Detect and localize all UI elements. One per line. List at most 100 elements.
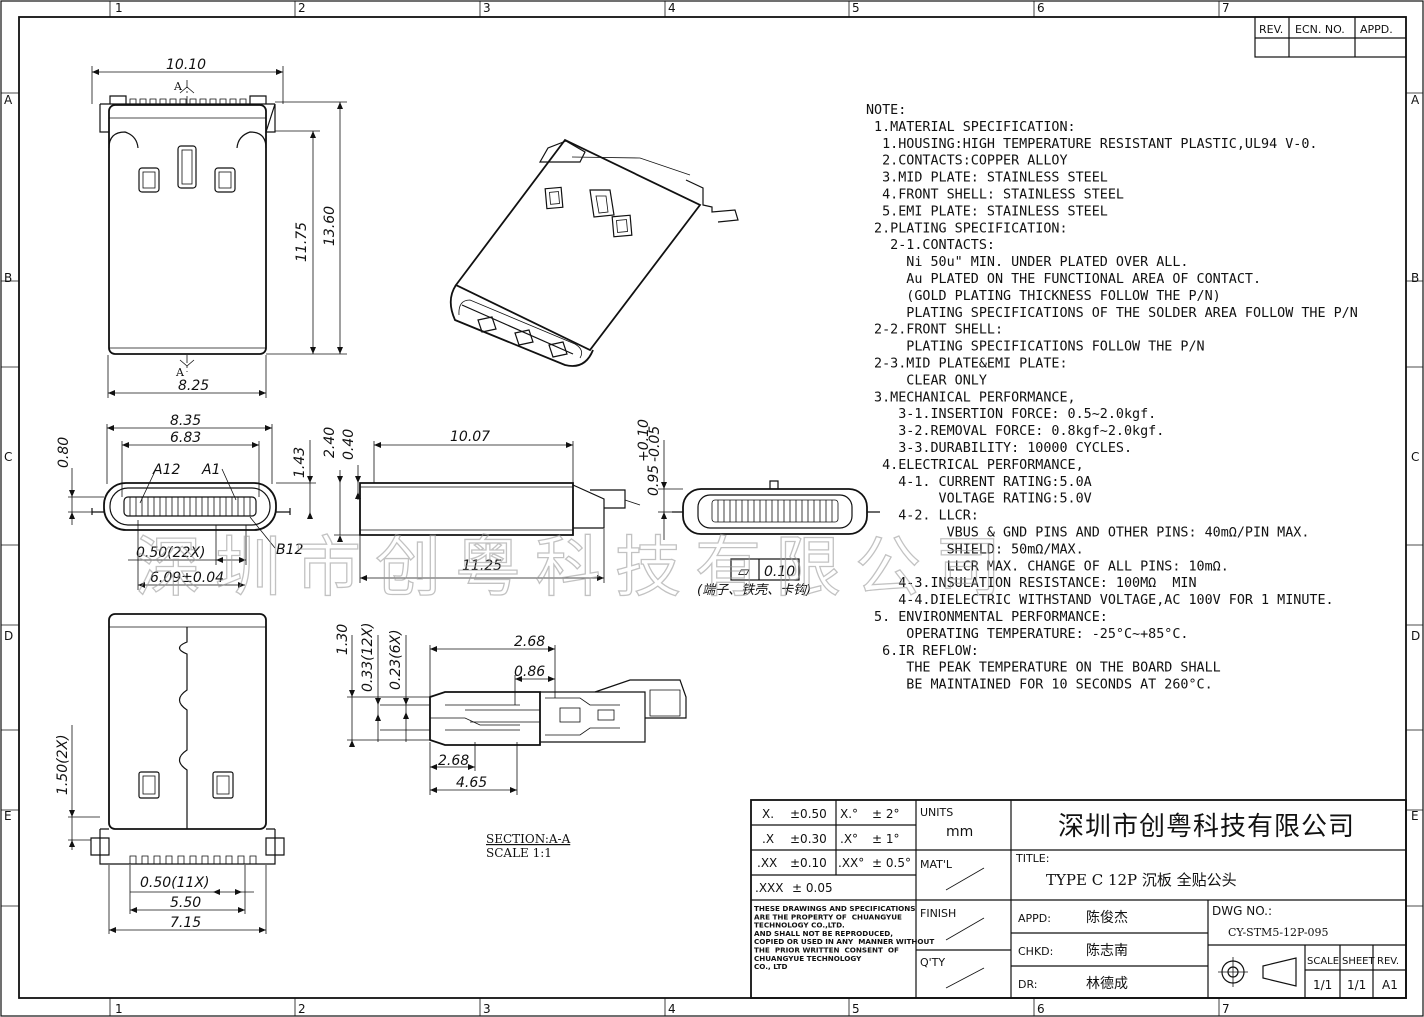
note-line: 3.MID PLATE: STAINLESS STEEL (866, 171, 1108, 186)
pin-label-a12: A12 (152, 462, 180, 478)
finish-label: FINISH (920, 907, 956, 920)
disclaimer-line: CHUANGYUE TECHNOLOGY (754, 954, 862, 963)
tol-lin-1: X. (762, 807, 774, 821)
dim-front-pitch: 0.50(22X) (136, 545, 206, 561)
tol-ang-val-3: ± 0.5° (872, 856, 911, 870)
note-line: 4-3.INSULATION RESISTANCE: 100MΩ MIN (866, 576, 1197, 591)
end-view: 0.95 +0.10 -0.05 (636, 419, 880, 540)
zone-row-e-right: E (1411, 809, 1419, 823)
zone-row-b: B (4, 271, 12, 285)
disclaimer-line: THESE DRAWINGS AND SPECIFICATIONS (754, 904, 915, 913)
dim-section-086: 0.86 (514, 664, 545, 680)
revision-table: REV. ECN. NO. APPD. (1254, 16, 1407, 58)
scale-label: SCALE (1307, 956, 1339, 967)
dim-end-tol-plus: +0.10 (636, 419, 652, 462)
dim-top-height-body: 11.75 (294, 222, 310, 262)
dim-side-040: 0.40 (341, 429, 357, 460)
dim-top-height-overall: 13.60 (322, 206, 338, 246)
appd-label: APPD: (1018, 912, 1051, 925)
dim-end-tol-minus: -0.05 (647, 426, 663, 462)
note-line: 4.ELECTRICAL PERFORMANCE, (866, 458, 1084, 473)
section-mark-bottom: A (175, 366, 185, 379)
dim-bottom-width-inner: 5.50 (170, 895, 201, 911)
side-view: 10.07 11.25 2.40 0.40 (322, 427, 641, 583)
zone-col-7: 7 (1222, 1, 1230, 15)
tol-lin-4: .XXX (755, 881, 783, 895)
tol-ang-2: .X° (840, 832, 858, 846)
dim-front-080: 0.80 (56, 437, 72, 468)
units-label: UNITS (920, 806, 953, 819)
zone-col-1-bottom: 1 (115, 1002, 123, 1016)
title-block: X. ±0.50 X.° ± 2° .X ±0.30 .X° ± 1° .XX … (750, 799, 1407, 999)
ecn-header: ECN. NO. (1295, 23, 1345, 36)
chkd-value: 陈志南 (1086, 942, 1128, 959)
zone-col-3-bottom: 3 (483, 1002, 491, 1016)
zone-col-5-bottom: 5 (852, 1002, 860, 1016)
appd-header: APPD. (1360, 23, 1393, 36)
zone-col-2-bottom: 2 (298, 1002, 306, 1016)
company-name: 深圳市创粤科技有限公司 (1058, 812, 1355, 842)
zone-col-3: 3 (483, 1, 491, 15)
note-line: 5. ENVIRONMENTAL PERFORMANCE: (866, 610, 1108, 625)
tol-lin-3: .XX (757, 856, 777, 870)
zone-labels: 1 2 3 4 5 6 7 1 2 3 4 5 6 7 A B C D E A … (4, 1, 1420, 1016)
matl-label: MAT'L (920, 858, 953, 871)
dim-front-span: 6.09±0.04 (150, 570, 224, 586)
note-line: OPERATING TEMPERATURE: -25°C~+85°C. (866, 627, 1188, 642)
zone-row-e: E (4, 809, 12, 823)
dim-side-length-top: 10.07 (450, 429, 490, 445)
dim-front-width-shell: 8.35 (170, 413, 201, 429)
rev-header: REV. (1259, 23, 1283, 36)
dim-side-length-bottom: 11.25 (462, 558, 502, 574)
dim-section-465: 4.65 (456, 775, 487, 791)
note-line: 3-2.REMOVAL FORCE: 0.8kgf~2.0kgf. (866, 424, 1164, 439)
flatness-callout: ▱ 0.10 (端子、铁壳、卡钩) (697, 558, 811, 598)
title-value: TYPE C 12P 沉板 全贴公头 (1046, 871, 1237, 889)
dim-section-023: 0.23(6X) (388, 629, 404, 690)
dim-bottom-150: 1.50(2X) (55, 734, 71, 795)
section-view: 1.30 0.33(12X) 0.23(6X) 2.68 0.86 2.68 4… (335, 622, 687, 860)
zone-row-c-right: C (1411, 450, 1419, 464)
zone-col-1: 1 (115, 1, 123, 15)
note-line: 1.MATERIAL SPECIFICATION: (866, 120, 1076, 135)
section-scale: SCALE 1:1 (486, 846, 552, 860)
tol-lin-val-3: ±0.10 (790, 856, 827, 870)
zone-row-d: D (4, 629, 13, 643)
dwg-label: DWG NO.: (1212, 904, 1272, 918)
note-line: 2-1.CONTACTS: (866, 238, 995, 253)
flatness-value: 0.10 (764, 564, 795, 580)
top-contact-teeth (129, 98, 247, 104)
zone-col-7-bottom: 7 (1222, 1002, 1230, 1016)
dwg-value: CY-STM5-12P-095 (1228, 926, 1329, 939)
dim-front-width-tongue: 6.83 (170, 430, 201, 446)
rev-value: A1 (1382, 978, 1398, 992)
pin-label-a1: A1 (201, 462, 220, 478)
note-line: (GOLD PLATING THICKNESS FOLLOW THE P/N) (866, 289, 1221, 304)
zone-col-2: 2 (298, 1, 306, 15)
note-line: 4-1. CURRENT RATING:5.0A (866, 475, 1092, 490)
isometric-view (449, 138, 739, 367)
tol-lin-val-2: ±0.30 (790, 832, 827, 846)
zone-col-4-bottom: 4 (668, 1002, 676, 1016)
tol-ang-val-2: ± 1° (872, 832, 900, 846)
tol-ang-val-1: ± 2° (872, 807, 900, 821)
sheet-value: 1/1 (1347, 978, 1366, 992)
bottom-solder-tails (129, 855, 257, 864)
zone-row-b-right: B (1411, 271, 1419, 285)
note-line: 4-2. LLCR: (866, 509, 979, 524)
dim-bottom-pitch: 0.50(11X) (140, 875, 210, 891)
watermark-text: 深圳市创粤科技有限公司 (135, 529, 1015, 606)
dim-section-268-top: 2.68 (514, 634, 545, 650)
zone-row-a: A (4, 93, 13, 107)
zone-col-4: 4 (668, 1, 676, 15)
note-line: NOTE: (866, 103, 906, 118)
dim-section-268-bottom: 2.68 (438, 753, 469, 769)
disclaimer-line: ARE THE PROPERTY OF CHUANGYUE (754, 912, 902, 921)
dim-top-width-overall: 10.10 (166, 57, 206, 73)
tol-lin-val-4: ± 0.05 (792, 881, 833, 895)
note-line: PLATING SPECIFICATIONS OF THE SOLDER ARE… (866, 306, 1358, 321)
note-line: 2.CONTACTS:COPPER ALLOY (866, 154, 1068, 169)
flatness-symbol: ▱ (738, 562, 750, 580)
